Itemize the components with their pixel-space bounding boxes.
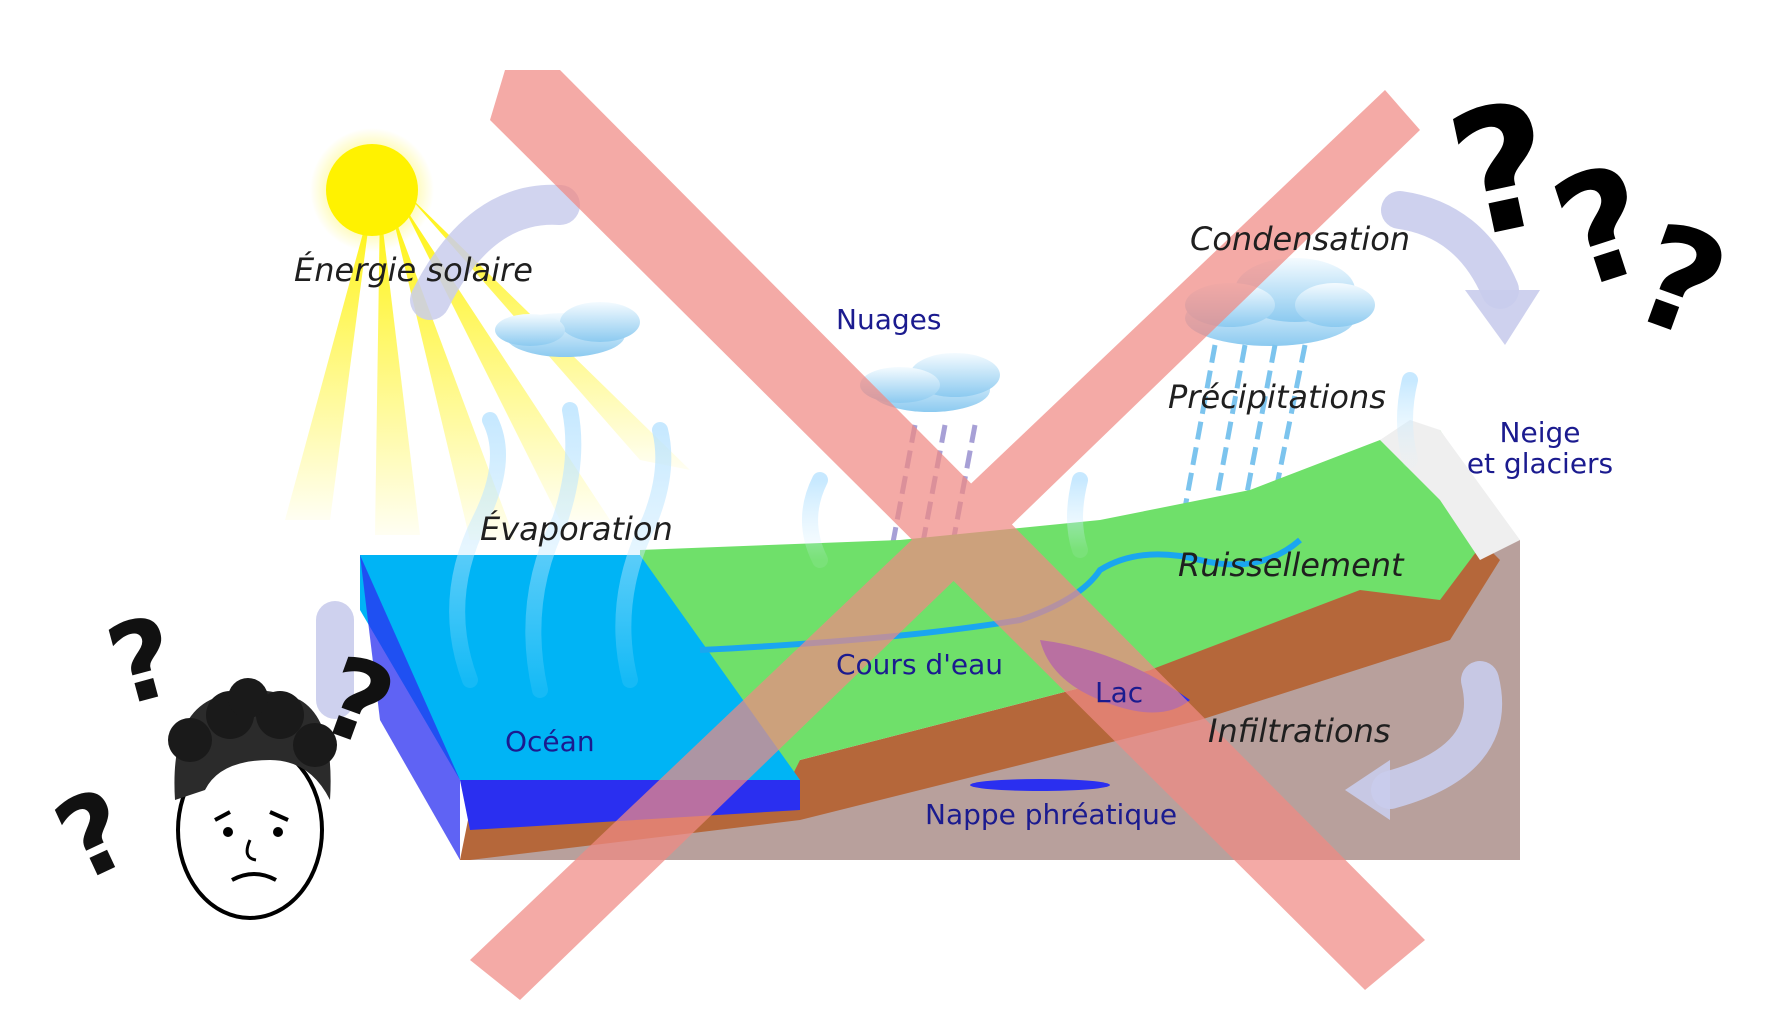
label-lake: Lac <box>1095 676 1144 709</box>
label-evaporation: Évaporation <box>480 510 673 548</box>
label-ocean: Océan <box>505 725 595 758</box>
label-snow-glaciers: Neige et glaciers <box>1440 416 1640 480</box>
svg-text:?: ? <box>95 591 190 731</box>
confused-person-icon <box>168 678 337 920</box>
arrow-head <box>1345 760 1390 820</box>
cloud-icon <box>495 302 640 357</box>
cross-out-mark <box>470 70 1425 1000</box>
svg-text:?: ? <box>38 764 150 907</box>
label-infiltration: Infiltrations <box>1208 712 1391 750</box>
cycle-arrow <box>410 184 580 320</box>
arrow-head <box>1465 290 1540 345</box>
label-runoff: Ruissellement <box>1178 546 1404 584</box>
label-solar-energy: Énergie solaire <box>294 251 533 289</box>
label-stream: Cours d'eau <box>836 648 1004 681</box>
label-condensation: Condensation <box>1190 220 1411 258</box>
evaporation-steam <box>449 372 1418 698</box>
label-clouds: Nuages <box>836 303 942 336</box>
question-mark-icon: ? ? ? <box>1434 64 1746 373</box>
label-snow-line1: Neige <box>1499 416 1581 449</box>
cloud-icon <box>860 353 1000 412</box>
label-precipitation: Précipitations <box>1168 378 1386 416</box>
label-groundwater: Nappe phréatique <box>925 798 1178 831</box>
cycle-arrow <box>316 191 1519 809</box>
label-snow-line2: et glaciers <box>1466 446 1614 480</box>
